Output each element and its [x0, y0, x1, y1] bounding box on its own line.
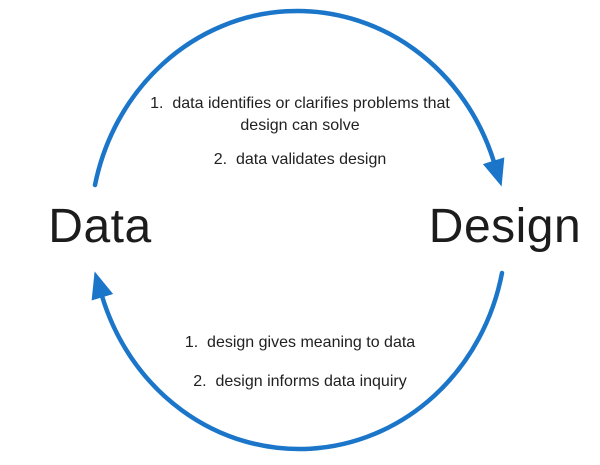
- top-note-item1-line1: 1. data identifies or clarifies problems…: [150, 95, 450, 112]
- bottom-arc-arrow-icon: [91, 270, 505, 452]
- top-note-item2: 2. data validates design: [213, 151, 387, 168]
- bottom-note-item1: 1. design gives meaning to data: [184, 334, 416, 351]
- top-arc-arrow-icon: [92, 8, 505, 188]
- data-label: Data: [48, 200, 152, 253]
- design-to-data-notes: 1. design gives meaning to data 2. desig…: [0, 332, 600, 393]
- design-label: Design: [428, 200, 582, 253]
- bottom-note-item2: 2. design informs data inquiry: [193, 373, 407, 390]
- top-note-item1-line2: design can solve: [240, 117, 360, 134]
- data-to-design-notes: 1. data identifies or clarifies problems…: [0, 93, 600, 171]
